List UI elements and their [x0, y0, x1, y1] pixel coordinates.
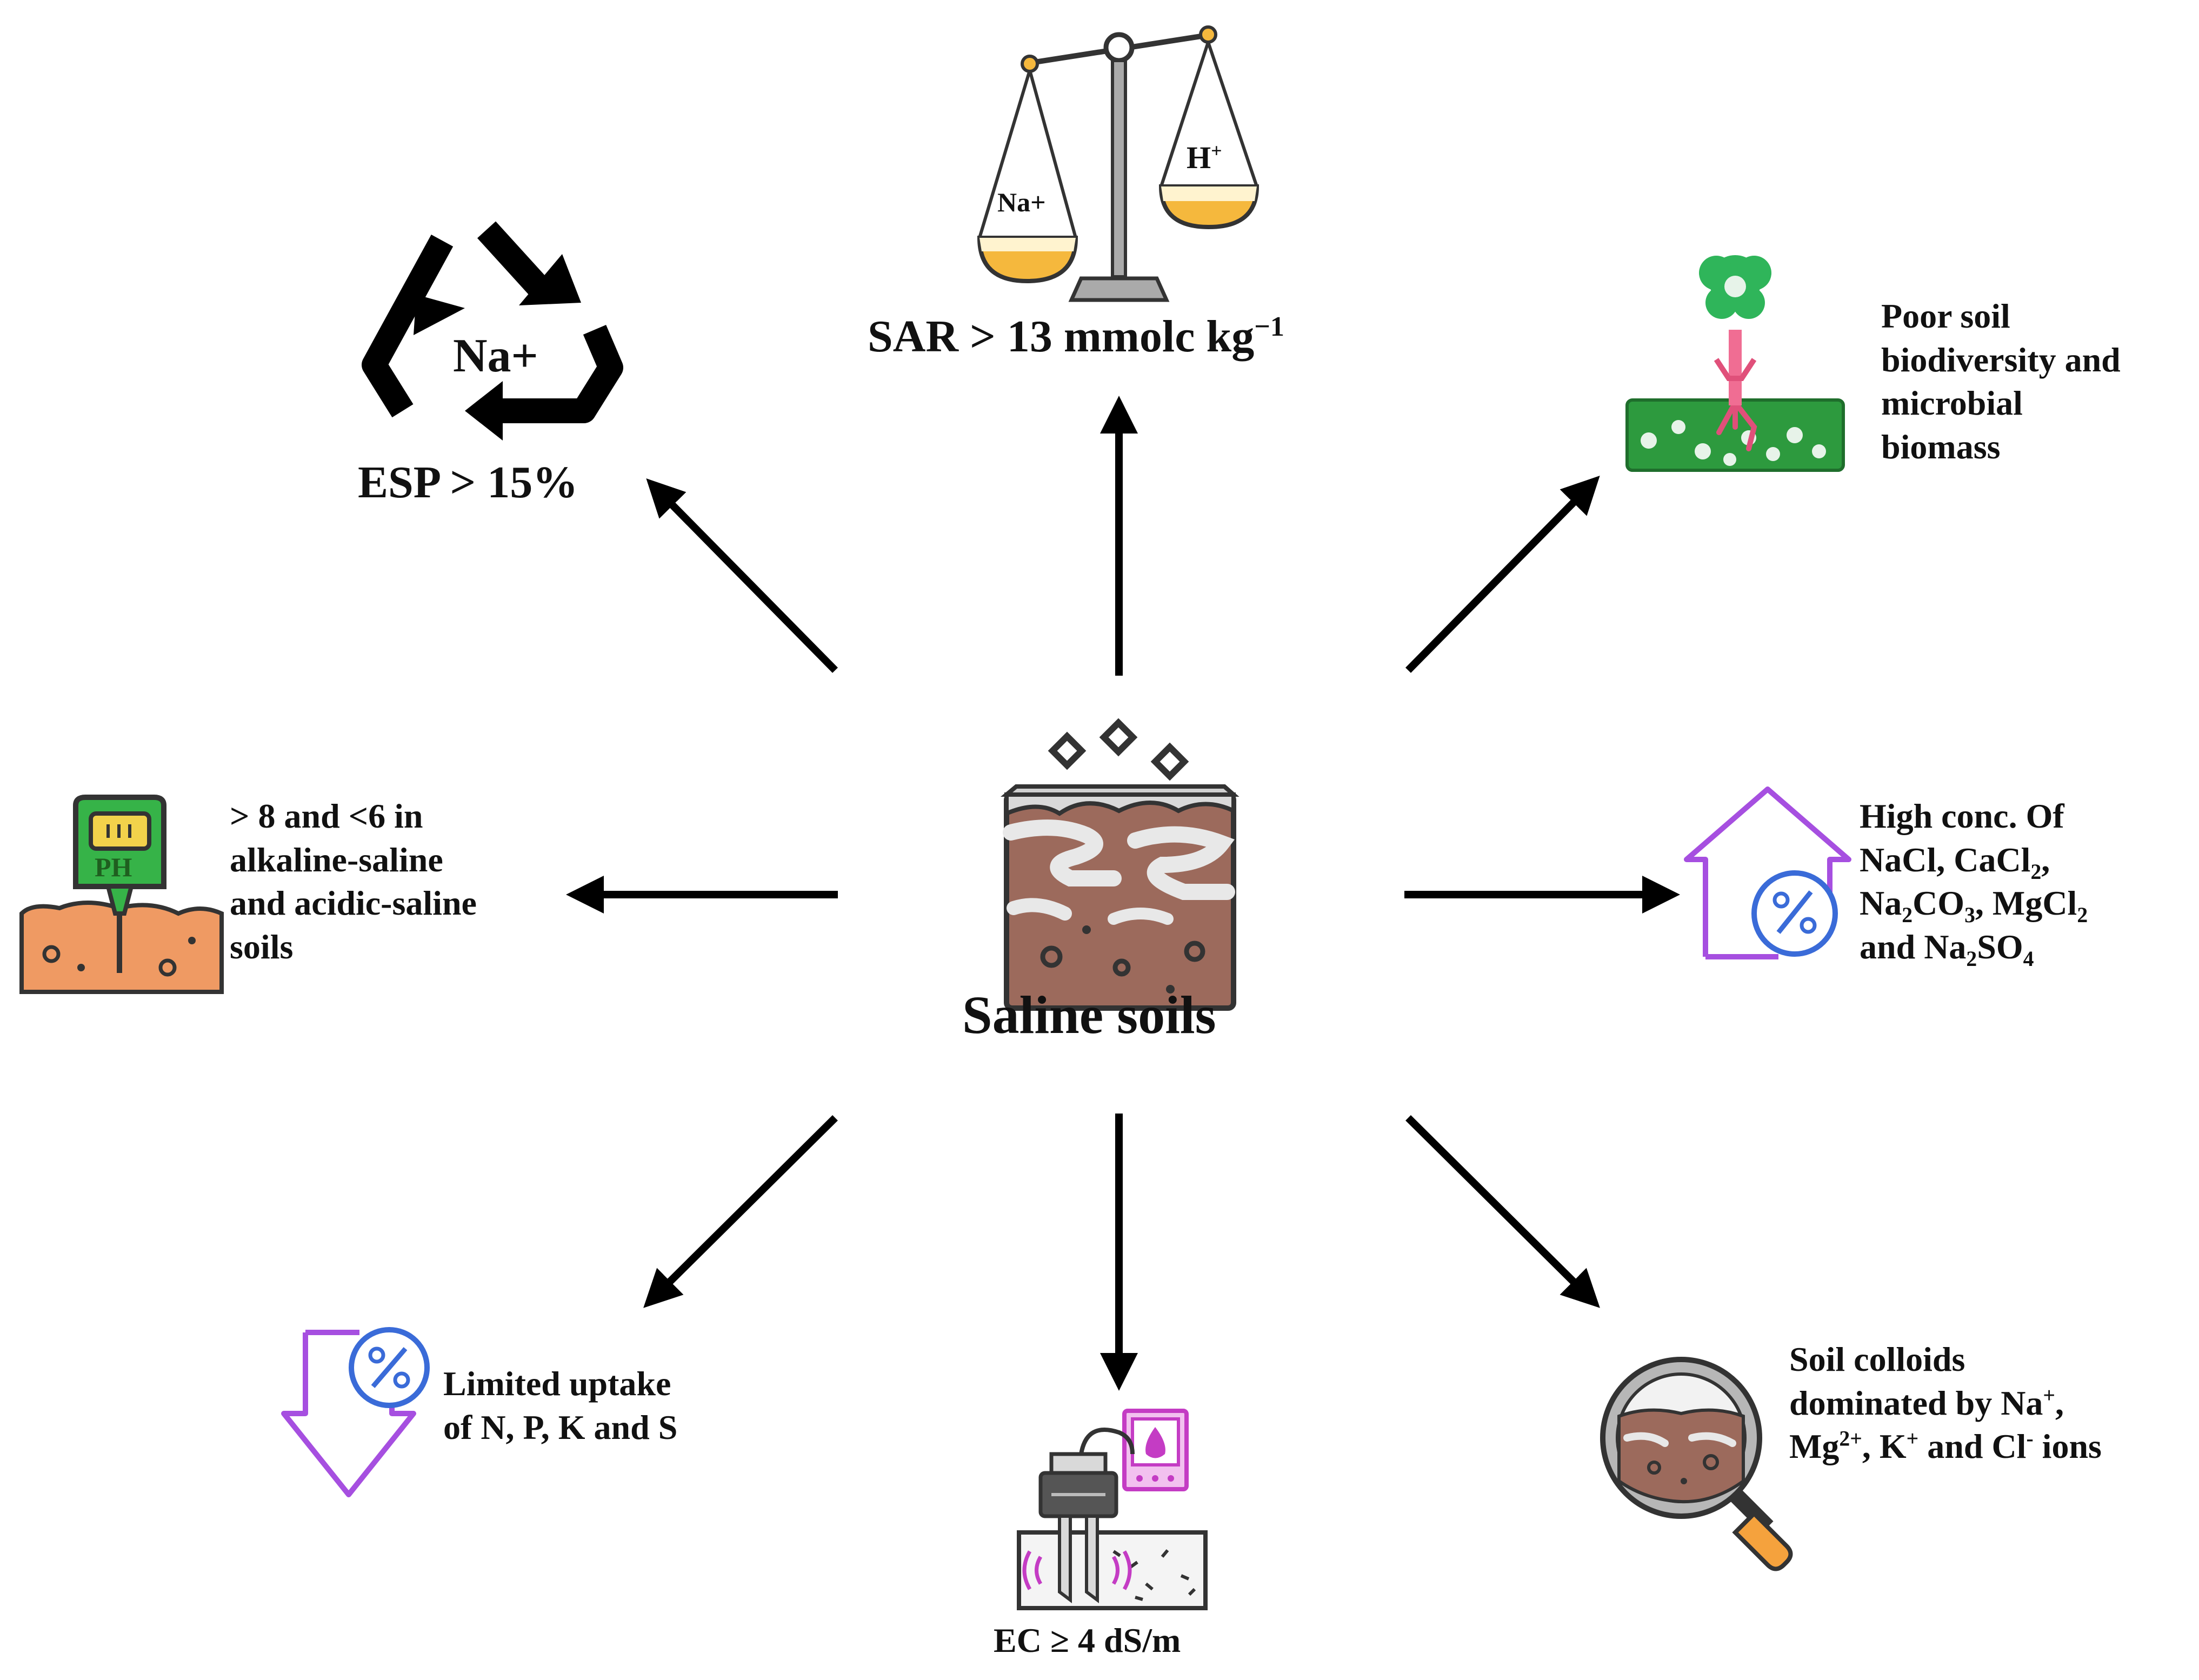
colloids-line-2: dominated by Na+, — [1789, 1382, 2102, 1425]
sar-label-main: SAR > 13 mmolc kg — [868, 311, 1255, 362]
colloids-line-3: Mg2+, K+ and Cl- ions — [1789, 1425, 2102, 1469]
uptake-label: Limited uptake of N, P, K and S — [443, 1362, 677, 1449]
salts-text: , MgCl — [1975, 884, 2077, 923]
recycle-arrowheads — [414, 254, 581, 441]
salts-line-4: and Na2SO4 — [1860, 925, 2088, 971]
arrow-to-esp — [646, 478, 838, 673]
biodiversity-line: Poor soil — [1881, 297, 2010, 335]
colloids-superscript: 2+ — [1839, 1426, 1862, 1451]
percent-down-arrow-icon — [281, 1327, 430, 1497]
salts-subscript: 2 — [2030, 859, 2042, 884]
colloids-text: Mg — [1789, 1427, 1840, 1466]
salts-text: CO — [1913, 884, 1965, 923]
salts-subscript: 2 — [1966, 946, 1977, 971]
salts-line-1: High conc. Of — [1860, 797, 2064, 835]
salts-label: High conc. Of NaCl, CaCl2, Na2CO3, MgCl2… — [1860, 795, 2088, 971]
sar-label-sup: −1 — [1254, 311, 1284, 342]
ph-icon-text: PH — [95, 852, 132, 882]
salts-text: SO — [1977, 927, 2023, 966]
salts-line-3: Na2CO3, MgCl2 — [1860, 882, 2088, 928]
ph-label: > 8 and <6 in alkaline-saline and acidic… — [230, 795, 477, 969]
ec-label: EC ≥ 4 dS/m — [994, 1621, 1181, 1659]
salts-text: Na — [1860, 884, 1902, 923]
salts-text: and Na — [1860, 927, 1967, 966]
percent-up-arrow-icon — [1684, 786, 1851, 959]
arrow-to-uptake — [643, 1115, 838, 1308]
salts-subscript: 3 — [1964, 903, 1975, 928]
colloids-text: dominated by Na — [1789, 1383, 2043, 1422]
colloids-text: , — [2055, 1383, 2064, 1422]
colloids-label: Soil colloids dominated by Na+, Mg2+, K+… — [1789, 1338, 2102, 1469]
ph-line: and acidic-saline — [230, 884, 477, 923]
ph-meter-icon — [19, 795, 224, 994]
recycle-arrows-icon — [362, 221, 623, 423]
esp-icon-text: Na+ — [453, 330, 538, 382]
connector-arrows — [566, 396, 1680, 1391]
uptake-line: of N, P, K and S — [443, 1408, 678, 1446]
arrow-to-colloids — [1405, 1115, 1600, 1308]
sar-right-pan-text: H+ — [1187, 139, 1222, 176]
salts-line-2: NaCl, CaCl2, — [1860, 838, 2088, 884]
center-title: Saline soils — [962, 985, 1216, 1045]
colloids-text: ions — [2033, 1427, 2102, 1466]
biodiversity-label: Poor soil biodiversity and microbial bio… — [1881, 295, 2121, 469]
ec-meter-probe-icon — [1017, 1409, 1208, 1610]
plant-in-soil-icon — [1625, 255, 1845, 472]
biodiversity-line: biomass — [1881, 427, 2001, 466]
ph-line: soils — [230, 927, 294, 966]
salts-subscript: 2 — [1902, 903, 1913, 928]
sar-label: SAR > 13 mmolc kg−1 — [868, 308, 1284, 365]
sar-right-pan-base: H — [1187, 140, 1211, 175]
sar-right-pan-sup: + — [1211, 139, 1222, 162]
colloids-superscript: - — [2026, 1426, 2034, 1451]
sar-left-pan-text: Na+ — [997, 187, 1046, 217]
uptake-line: Limited uptake — [443, 1364, 671, 1403]
salts-subscript: 4 — [2023, 946, 2034, 971]
colloids-text: and Cl — [1918, 1427, 2027, 1466]
ph-line: > 8 and <6 in — [230, 797, 423, 835]
colloids-text: , K — [1862, 1427, 1907, 1466]
salts-subscript: 2 — [2077, 903, 2088, 928]
colloids-superscript: + — [1906, 1426, 1919, 1451]
balance-scale-icon — [977, 25, 1260, 302]
colloids-superscript: + — [2043, 1383, 2056, 1408]
esp-label: ESP > 15% — [358, 457, 578, 508]
arrow-to-biodiversity — [1405, 476, 1600, 673]
magnifier-soil-icon — [1600, 1357, 1793, 1571]
salts-text: NaCl, CaCl — [1860, 840, 2031, 879]
ph-line: alkaline-saline — [230, 840, 443, 879]
colloids-line-1: Soil colloids — [1789, 1340, 1965, 1378]
biodiversity-line: microbial — [1881, 384, 2023, 423]
biodiversity-line: biodiversity and — [1881, 340, 2121, 379]
saline-soil-icon — [1000, 718, 1240, 1011]
salts-text: , — [2041, 840, 2050, 879]
